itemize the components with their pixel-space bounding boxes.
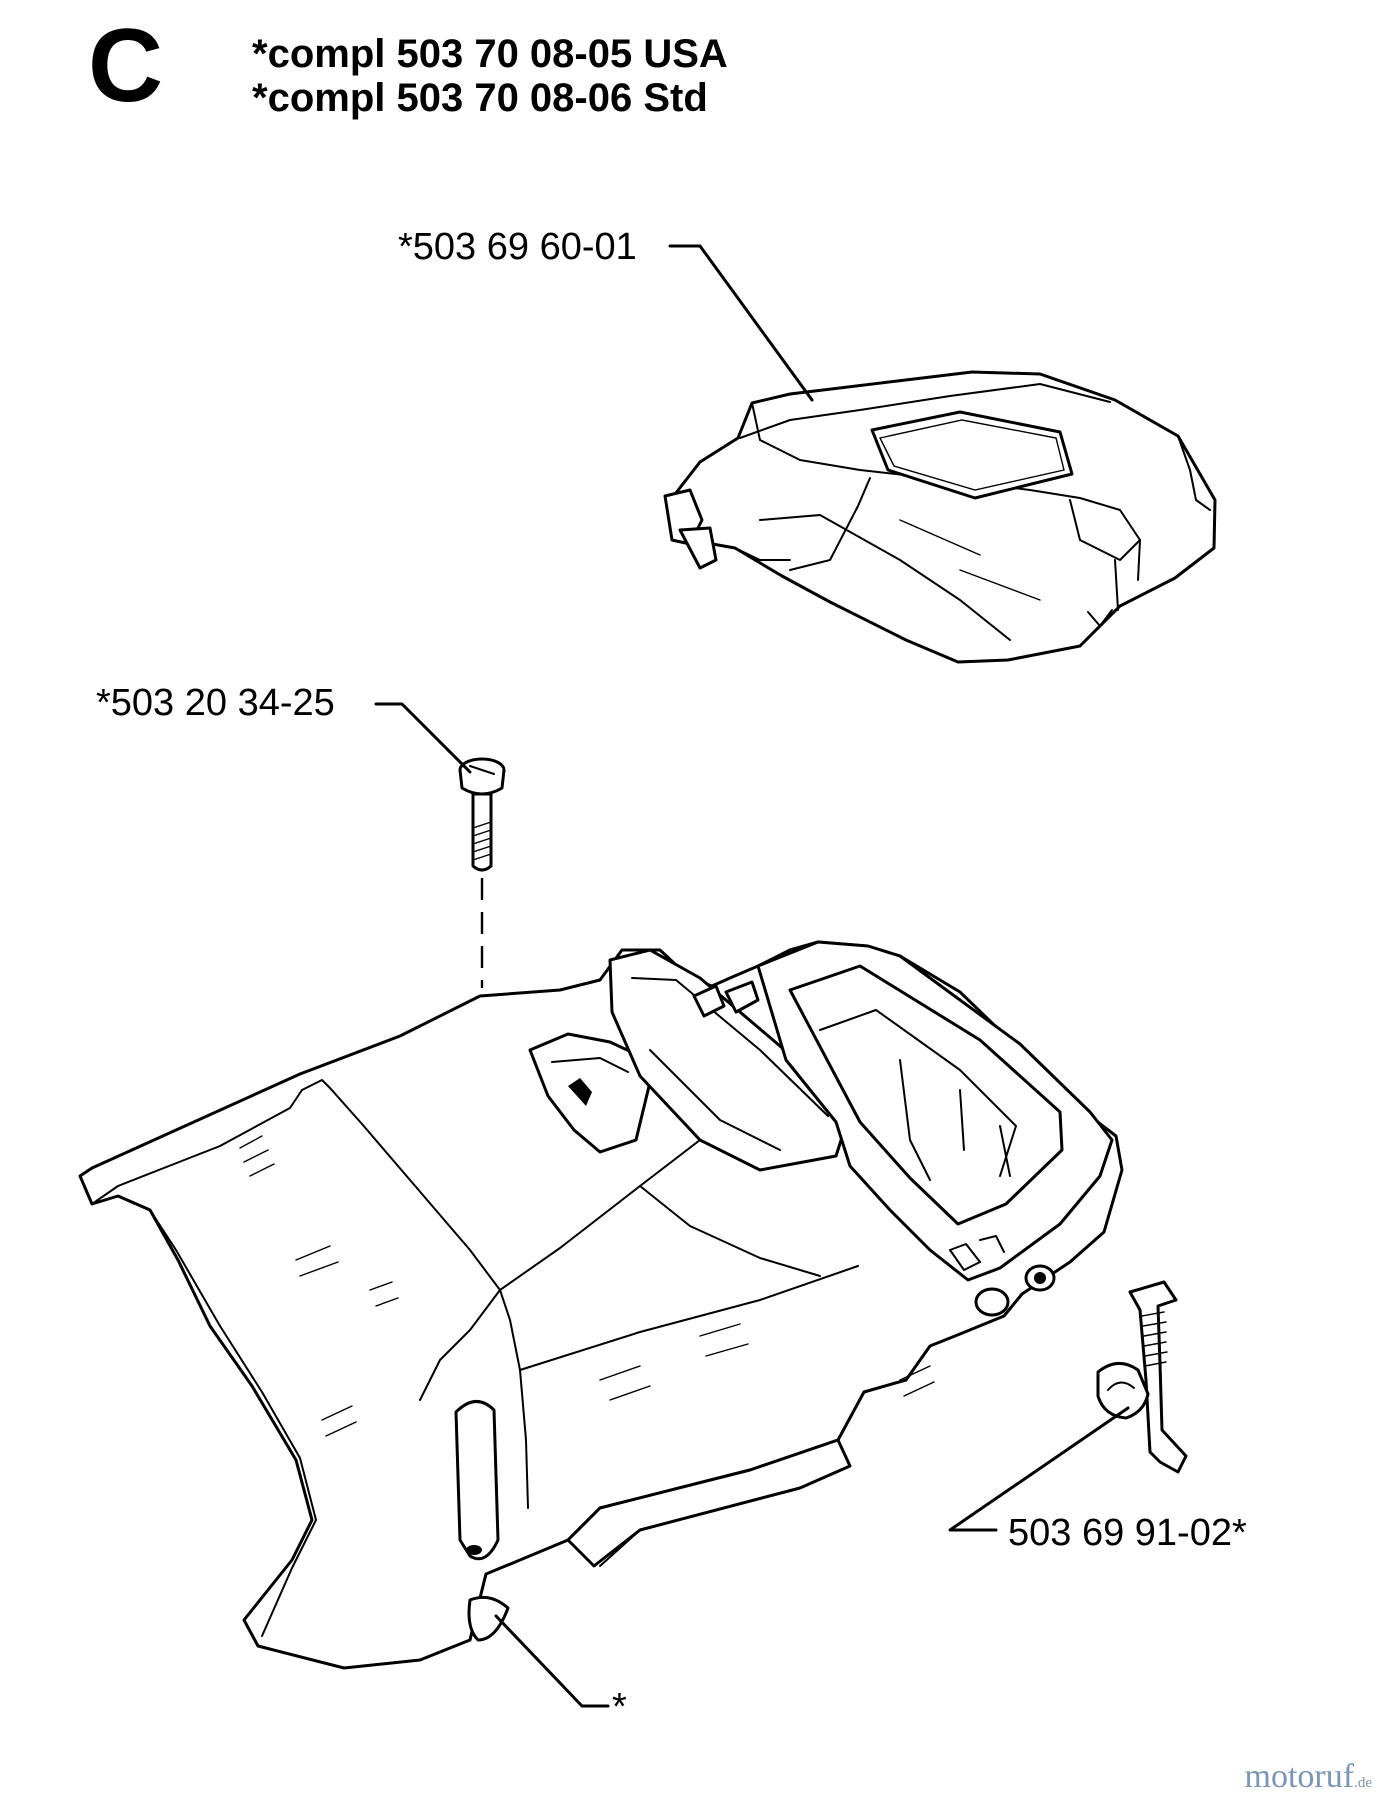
- screw-part: [458, 757, 506, 872]
- top-cover-leader: [668, 244, 814, 402]
- top-cover-part-number: *503 69 60-01: [398, 226, 637, 268]
- watermark-text: motoruf: [1244, 1758, 1355, 1795]
- clip-leader: [948, 1406, 1130, 1532]
- screw-leader: [374, 702, 472, 774]
- clip-part: [1096, 1280, 1188, 1474]
- clip-part-number: 503 69 91-02*: [1008, 1512, 1247, 1554]
- section-letter: C: [88, 8, 164, 124]
- lower-housing-part: [78, 940, 1124, 1670]
- screw-part-number: *503 20 34-25: [96, 682, 335, 724]
- assembly-number-std: *compl 503 70 08-06 Std: [252, 76, 708, 120]
- watermark-logo: motoruf.de: [1245, 1760, 1372, 1794]
- assembly-number-usa: *compl 503 70 08-05 USA: [252, 32, 728, 76]
- watermark-suffix: .de: [1354, 1775, 1372, 1791]
- top-cover-part: [663, 370, 1217, 664]
- bottom-part-marker: *: [612, 1686, 627, 1728]
- bottom-part-leader: [494, 1614, 610, 1708]
